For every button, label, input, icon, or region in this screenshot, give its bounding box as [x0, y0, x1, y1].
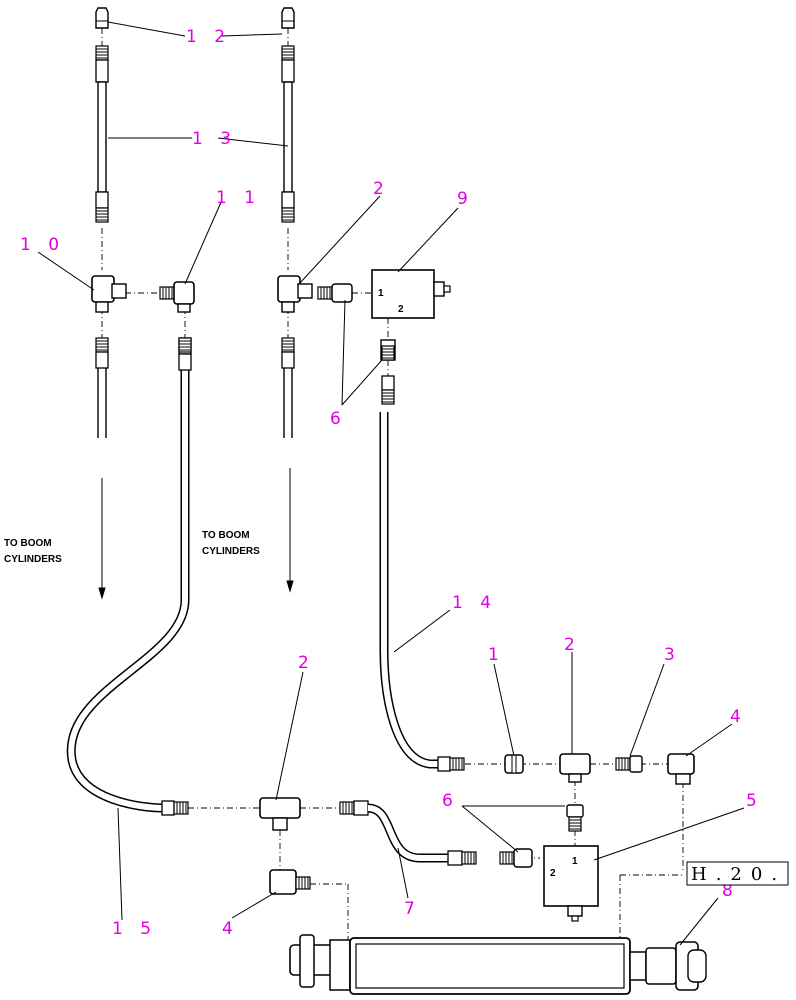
callout-10: 1 0	[20, 235, 65, 255]
callout-5: 5	[746, 791, 763, 811]
callout-4-left: 4	[222, 919, 239, 939]
adapter-1	[504, 754, 524, 774]
callout-13: 1 3	[192, 129, 237, 149]
left-upper-assembly	[91, 7, 195, 438]
cylinder-8	[289, 934, 707, 995]
note-left-line2: CYLINDERS	[4, 554, 62, 565]
boom-notes: TO BOOM CYLINDERS TO BOOM CYLINDERS	[4, 530, 260, 565]
callout-7: 7	[404, 899, 421, 919]
adapter-6-mid	[380, 339, 396, 405]
valve-5-port-2: 2	[550, 868, 556, 879]
adapter-6-bottom	[566, 804, 584, 832]
valve-9-port-1: 1	[378, 288, 384, 299]
callout-11: 1 1	[216, 188, 261, 208]
valve-9: 1 2	[371, 269, 451, 319]
reference-code: H.20.	[691, 864, 786, 885]
callout-1: 1	[488, 645, 505, 665]
adapter-6-top	[317, 283, 353, 303]
valve-9-port-2: 2	[398, 304, 404, 315]
callout-12: 1 2	[186, 27, 231, 47]
callout-4-right: 4	[730, 707, 747, 727]
elbow-fitting-4-left	[269, 869, 311, 895]
reference-box: H.20.	[686, 861, 789, 886]
callout-15: 1 5	[112, 919, 157, 939]
tee-fitting-2-top	[277, 275, 313, 313]
tee-fitting-2-right	[559, 753, 591, 783]
callout-2-bottom: 2	[298, 653, 315, 673]
elbow-fitting-11	[159, 281, 195, 313]
callouts: 1 2 1 3 1 0 1 1 2 9 6 1 4 1 2 3 4 2 6 5 …	[20, 27, 763, 939]
callout-3: 3	[664, 645, 681, 665]
valve-5-port-1: 1	[572, 856, 578, 867]
callout-2-right: 2	[564, 635, 581, 655]
callout-9: 9	[457, 189, 474, 209]
callout-14: 1 4	[452, 593, 497, 613]
valve-5: 1 2	[543, 845, 599, 922]
callout-6-top: 6	[330, 409, 347, 429]
leader-lines	[37, 21, 745, 946]
hose-7	[339, 800, 477, 866]
callout-2-top: 2	[373, 179, 390, 199]
right-upper-assembly	[277, 7, 353, 438]
note-right-line1: TO BOOM	[202, 530, 250, 541]
adapter-6-lower	[499, 848, 533, 868]
tee-fitting-2-bottom	[259, 797, 301, 831]
elbow-fitting-4-right	[667, 753, 695, 785]
adapter-3	[615, 755, 643, 773]
callout-8: 8	[722, 881, 739, 901]
flow-arrows	[98, 468, 294, 600]
note-left-line1: TO BOOM	[4, 538, 52, 549]
note-right-line2: CYLINDERS	[202, 546, 260, 557]
tee-fitting-10	[91, 275, 127, 313]
callout-6-bottom: 6	[442, 791, 459, 811]
hose-15	[66, 370, 190, 813]
